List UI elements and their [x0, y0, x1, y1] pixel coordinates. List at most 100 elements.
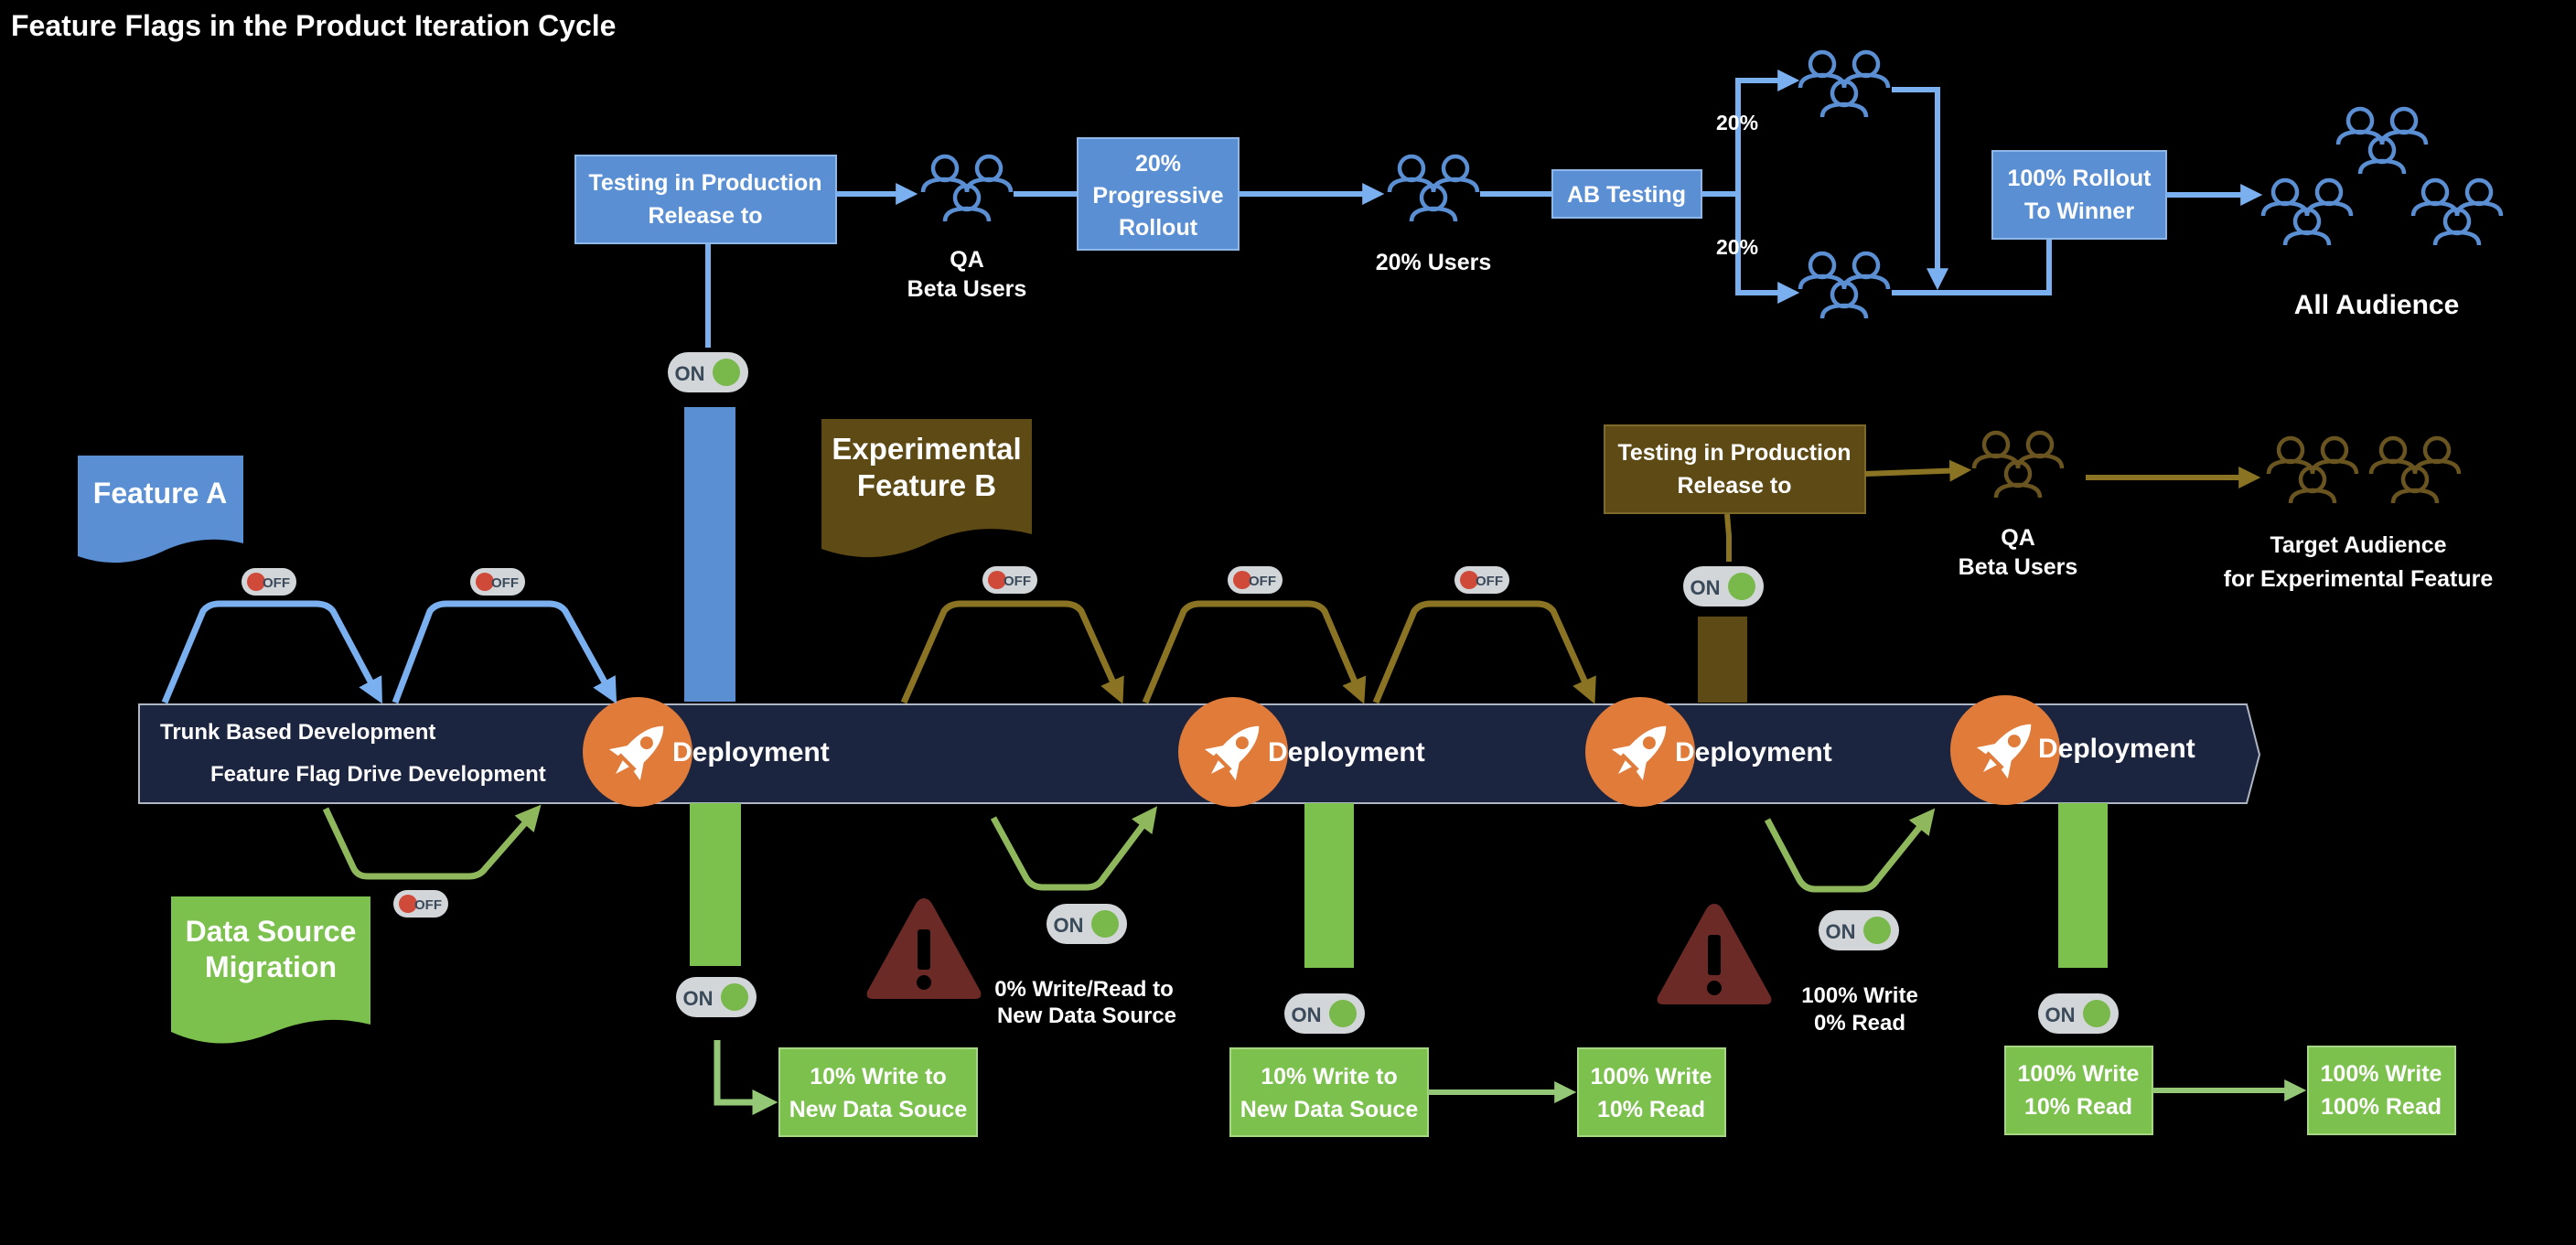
feature-a-testing-box: Testing in Production Release to	[574, 155, 837, 244]
people-group-icon	[923, 156, 1011, 221]
data-box3-line1: 100% Write	[1591, 1064, 1712, 1089]
winner-line2: To Winner	[2024, 199, 2134, 224]
toggle-off-icon	[393, 890, 448, 918]
timeline-label-trunk: Trunk Based Development	[160, 720, 435, 745]
toggle-on-icon	[676, 977, 757, 1017]
note2-line2: 0% Read	[1814, 1011, 1905, 1036]
data-source-tag: Data Source Migration	[171, 896, 370, 1044]
all-audience-group	[2263, 109, 2501, 245]
people-group-icon	[2413, 180, 2501, 245]
people-group-icon	[2269, 438, 2356, 503]
data-box2-line2: New Data Souce	[1240, 1097, 1419, 1122]
split-top-label: 20%	[1716, 111, 1758, 134]
target-line1: Target Audience	[2270, 532, 2446, 558]
winner-box: 100% Rollout To Winner	[1991, 150, 2167, 240]
data-box1-line1: 10% Write to	[810, 1064, 947, 1089]
feature-b-testing-line2: Release to	[1677, 473, 1791, 499]
data-box5-line2: 100% Read	[2321, 1094, 2442, 1120]
testing-box-line1: Testing in Production	[588, 170, 821, 196]
users-20-label: 20% Users	[1376, 250, 1491, 275]
feature-a-qa-line1: QA	[950, 247, 984, 273]
toggle-on-icon	[1284, 993, 1365, 1034]
feature-b-release-bar	[1698, 617, 1747, 703]
feature-b-branch-3	[1372, 600, 1596, 704]
data-box3-line2: 10% Read	[1597, 1097, 1705, 1122]
feature-a-branch-1	[161, 600, 382, 704]
all-audience-label: All Audience	[2294, 290, 2460, 320]
note2-line1: 100% Write	[1801, 983, 1918, 1008]
deployment-label: Deployment	[672, 737, 830, 767]
data-box1-line2: New Data Souce	[789, 1097, 968, 1122]
deployment-3: Deployment	[1585, 697, 1832, 807]
people-group-icon	[1390, 156, 1477, 221]
people-group-icon	[2338, 109, 2426, 174]
feature-a-release-bar	[684, 407, 735, 702]
toggle-on-icon	[1683, 566, 1764, 606]
toggle-off-icon	[1228, 566, 1283, 594]
toggle-off-icon	[982, 566, 1037, 594]
people-group-icon	[1800, 52, 1888, 117]
data-bar-1	[690, 803, 741, 966]
timeline-label-ffdd: Feature Flag Drive Development	[210, 762, 546, 787]
people-group-icon	[1974, 433, 2062, 498]
feature-b-line2: Feature B	[857, 468, 996, 502]
ab-testing-label: AB Testing	[1567, 182, 1686, 208]
toggle-on-icon	[668, 352, 748, 392]
deployment-label: Deployment	[1268, 737, 1425, 767]
warning-triangle-icon	[866, 898, 982, 999]
data-bar-3	[2058, 803, 2108, 968]
toggle-off-icon	[470, 568, 525, 596]
data-box4-line2: 10% Read	[2024, 1094, 2132, 1120]
feature-a-branch-2	[392, 600, 617, 704]
data-box-2: 10% Write to New Data Souce	[1229, 1047, 1429, 1137]
feature-b-qa-line2: Beta Users	[1959, 554, 2078, 580]
people-group-icon	[2263, 180, 2351, 245]
feature-a-tag: Feature A	[78, 456, 243, 563]
winner-line1: 100% Rollout	[2008, 166, 2152, 191]
deployment-label: Deployment	[2038, 734, 2195, 764]
data-bar-2	[1304, 803, 1354, 968]
data-box-4: 100% Write 10% Read	[2004, 1046, 2153, 1135]
feature-a-label: Feature A	[93, 477, 227, 510]
data-branch-1	[322, 804, 542, 880]
note1-line1: 0% Write/Read to	[994, 977, 1174, 1002]
data-box2-line1: 10% Write to	[1261, 1064, 1398, 1089]
toggle-on-icon	[1819, 910, 1899, 950]
data-source-line1: Data Source	[186, 915, 357, 948]
data-box-1: 10% Write to New Data Souce	[778, 1047, 978, 1137]
deployment-1: Deployment	[583, 697, 830, 807]
testing-box-line2: Release to	[648, 203, 762, 229]
data-box-5: 100% Write 100% Read	[2307, 1046, 2456, 1135]
feature-b-testing-box: Testing in Production Release to	[1604, 424, 1866, 514]
target-line2: for Experimental Feature	[2224, 566, 2494, 592]
toggle-off-icon	[1454, 566, 1509, 594]
data-box-3: 100% Write 10% Read	[1577, 1047, 1726, 1137]
data-box5-line1: 100% Write	[2321, 1061, 2442, 1087]
deployment-4: Deployment	[1950, 695, 2195, 805]
feature-b-line1: Experimental	[832, 432, 1021, 466]
note1-line2: New Data Source	[997, 1004, 1176, 1028]
deployment-label: Deployment	[1675, 737, 1832, 767]
split-bottom-label: 20%	[1716, 235, 1758, 259]
ab-testing-box: AB Testing	[1551, 169, 1702, 219]
progressive-rollout-box: 20% Progressive Rollout	[1077, 137, 1240, 251]
progressive-line1: 20%	[1135, 151, 1181, 177]
people-group-icon	[1800, 253, 1888, 318]
toggle-on-icon	[1046, 904, 1127, 944]
feature-b-branch-1	[900, 600, 1124, 704]
data-source-line2: Migration	[205, 950, 337, 983]
feature-b-branch-2	[1142, 600, 1367, 704]
deployment-2: Deployment	[1178, 697, 1425, 807]
progressive-line3: Rollout	[1119, 215, 1198, 241]
data-branch-2	[990, 806, 1158, 891]
feature-b-tag: Experimental Feature B	[821, 419, 1032, 558]
data-box4-line1: 100% Write	[2018, 1061, 2140, 1087]
feature-a-qa-line2: Beta Users	[907, 276, 1027, 302]
feature-b-qa-line1: QA	[2001, 525, 2035, 551]
toggle-off-icon	[242, 568, 296, 596]
target-audience-group	[2269, 438, 2459, 503]
data-branch-3	[1764, 808, 1936, 893]
toggle-on-icon	[2038, 993, 2119, 1034]
diagram-title: Feature Flags in the Product Iteration C…	[11, 9, 617, 42]
